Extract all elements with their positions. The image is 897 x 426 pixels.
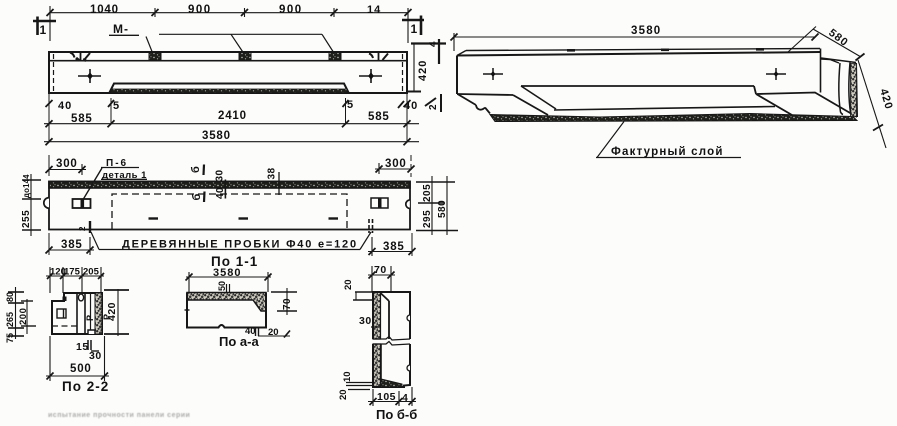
svg-text:15: 15	[76, 341, 89, 353]
svg-text:385: 385	[61, 239, 83, 251]
svg-text:300: 300	[56, 158, 78, 170]
svg-text:3580: 3580	[631, 25, 661, 37]
svg-text:500: 500	[70, 363, 92, 375]
svg-text:до144: до144	[22, 174, 31, 198]
svg-text:4: 4	[428, 41, 439, 47]
svg-text:200: 200	[18, 308, 29, 325]
svg-text:585: 585	[71, 113, 93, 125]
svg-text:580: 580	[437, 200, 448, 218]
svg-text:30: 30	[89, 350, 102, 362]
svg-text:40: 40	[58, 100, 72, 112]
svg-text:5: 5	[347, 99, 353, 111]
svg-text:П-6: П-6	[106, 158, 128, 169]
svg-text:По б-б: По б-б	[376, 407, 417, 422]
svg-text:Р: Р	[85, 315, 95, 321]
svg-text:4: 4	[402, 392, 408, 404]
svg-text:испытание прочности панели сер: испытание прочности панели серии	[48, 412, 190, 419]
svg-text:40: 40	[215, 187, 226, 199]
svg-text:295: 295	[422, 210, 433, 228]
svg-text:40: 40	[404, 100, 418, 112]
svg-text:255: 255	[21, 210, 32, 228]
svg-text:По 1-1: По 1-1	[211, 254, 258, 269]
svg-text:Р: Р	[102, 314, 112, 320]
svg-text:40: 40	[245, 326, 256, 337]
svg-text:б: б	[191, 194, 203, 201]
svg-text:70: 70	[374, 264, 387, 276]
svg-text:ДЕРЕВЯННЫЕ ПРОБКИ Ф40 е=120: ДЕРЕВЯННЫЕ ПРОБКИ Ф40 е=120	[122, 239, 358, 251]
svg-text:265: 265	[5, 312, 15, 327]
svg-text:3580: 3580	[202, 130, 231, 142]
svg-text:1: 1	[411, 22, 418, 36]
svg-text:205: 205	[422, 184, 433, 202]
svg-text:2: 2	[78, 226, 87, 231]
svg-text:Фактурный слой: Фактурный слой	[611, 146, 724, 158]
svg-text:2410: 2410	[218, 110, 247, 122]
svg-text:585: 585	[368, 111, 390, 123]
svg-text:10: 10	[342, 371, 353, 382]
svg-text:б: б	[190, 166, 202, 173]
svg-text:420: 420	[106, 302, 118, 321]
svg-text:80: 80	[5, 292, 15, 302]
svg-text:50: 50	[217, 281, 227, 291]
svg-text:По 2-2: По 2-2	[62, 379, 109, 394]
svg-text:20: 20	[338, 389, 349, 400]
svg-text:420: 420	[877, 87, 895, 111]
svg-text:20: 20	[268, 327, 279, 338]
svg-text:По а-а: По а-а	[219, 334, 259, 349]
svg-text:30: 30	[359, 315, 372, 327]
svg-text:38: 38	[267, 167, 278, 179]
svg-text:30: 30	[215, 169, 226, 181]
svg-text:3580: 3580	[213, 267, 241, 279]
svg-text:20: 20	[343, 279, 354, 290]
svg-text:900: 900	[188, 4, 212, 16]
svg-text:14: 14	[367, 4, 381, 16]
svg-text:М-: М-	[113, 22, 129, 36]
svg-text:1040: 1040	[90, 4, 119, 16]
svg-text:2: 2	[428, 104, 439, 110]
svg-text:420: 420	[417, 60, 429, 81]
svg-text:900: 900	[279, 4, 303, 16]
svg-text:1: 1	[40, 23, 47, 37]
svg-text:5: 5	[113, 100, 119, 112]
svg-text:120: 120	[50, 267, 66, 278]
svg-text:105: 105	[377, 391, 396, 403]
svg-text:175: 175	[64, 267, 81, 278]
svg-text:385: 385	[383, 241, 405, 253]
svg-text:580: 580	[826, 27, 850, 49]
svg-text:300: 300	[385, 158, 407, 170]
svg-text:75: 75	[5, 333, 15, 343]
svg-text:деталь 1: деталь 1	[102, 170, 147, 181]
svg-text:70: 70	[282, 298, 293, 310]
svg-text:205: 205	[83, 267, 100, 278]
